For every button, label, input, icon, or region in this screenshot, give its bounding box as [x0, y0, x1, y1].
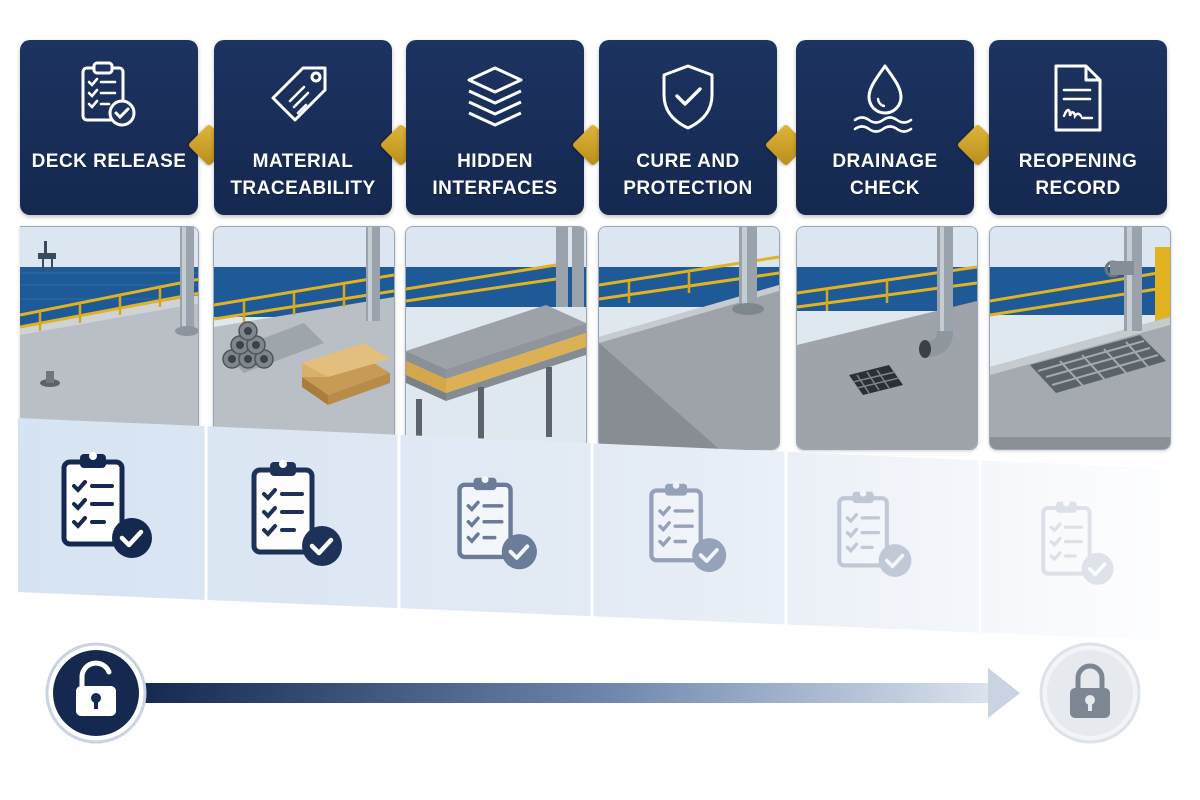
stage-label: DECK RELEASE — [31, 151, 187, 172]
stage-card-reopening-record: REOPENING RECORD — [989, 40, 1167, 215]
locked-padlock-icon — [1039, 642, 1141, 744]
scene-hidden-interfaces — [405, 226, 587, 450]
drain-grate — [849, 365, 903, 395]
checklist-icon — [457, 476, 537, 570]
stage-label: REOPENING RECORD — [1018, 151, 1138, 199]
progress-arrow — [140, 668, 1020, 718]
scene-material-traceability — [213, 226, 395, 450]
scene-reopening-record — [989, 226, 1171, 450]
tag-icon — [271, 66, 327, 122]
deck-grating — [1030, 335, 1166, 393]
stage-card-cure-and-protection: CURE AND PROTECTION — [599, 40, 777, 215]
signed-document-icon — [1054, 64, 1102, 132]
stage-label: CURE AND PROTECTION — [623, 151, 753, 199]
stage-label: DRAINAGE CHECK — [832, 151, 938, 199]
oil-platform — [38, 241, 56, 271]
layers-icon — [467, 66, 523, 127]
timber-stack — [302, 343, 390, 405]
stage-card-hidden-interfaces: HIDDEN INTERFACES — [406, 40, 584, 215]
checklist-icon — [61, 452, 152, 558]
shield-check-icon — [662, 64, 714, 130]
stage-card-deck-release: DECK RELEASE — [20, 40, 198, 215]
water-drop-icon — [853, 64, 913, 133]
clipboard-check-icon — [81, 61, 136, 127]
checklist-icon — [837, 490, 912, 577]
checklist-icon — [1041, 500, 1114, 585]
stage-label: HIDDEN INTERFACES — [432, 151, 558, 199]
unlocked-padlock-icon — [45, 642, 147, 744]
checklist-icon — [251, 460, 342, 566]
pipe-bundle — [222, 321, 324, 373]
scene-drainage-check — [796, 226, 978, 450]
checklist-icon — [649, 482, 727, 573]
stage-label: MATERIAL TRACEABILITY — [230, 151, 376, 199]
scene-deck-release — [20, 226, 199, 450]
stage-card-material-traceability: MATERIAL TRACEABILITY — [214, 40, 392, 215]
stage-card-drainage-check: DRAINAGE CHECK — [796, 40, 974, 215]
